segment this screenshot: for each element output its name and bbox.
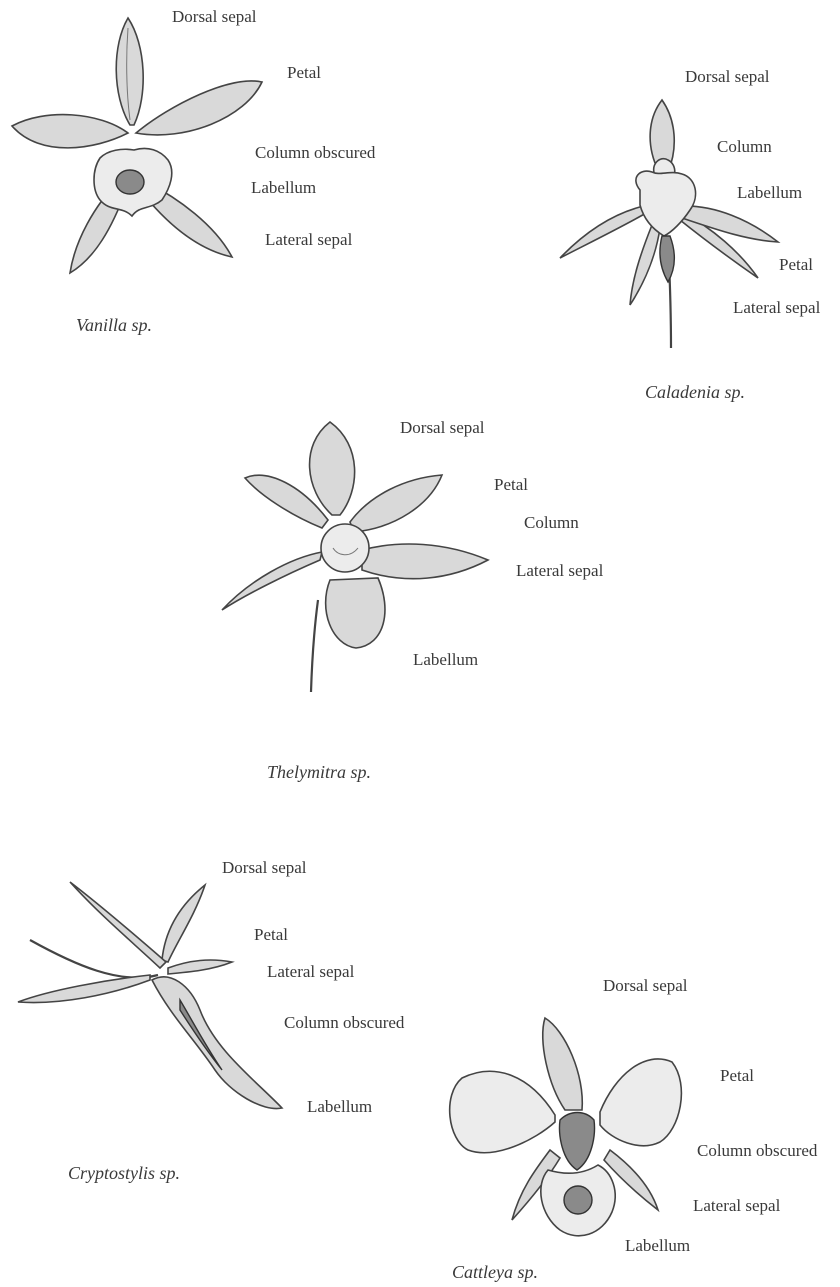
thelymitra-caption: Thelymitra sp. xyxy=(267,762,371,783)
cattleya-labellum-throat xyxy=(564,1186,592,1214)
cattleya-dorsal-sepal xyxy=(543,1018,583,1110)
cattleya-label-lateral-sepal: Lateral sepal xyxy=(693,1196,780,1216)
cryptostylis-caption: Cryptostylis sp. xyxy=(68,1163,180,1184)
thelymitra-dorsal-sepal xyxy=(310,422,355,515)
thelymitra-labellum xyxy=(326,578,385,648)
vanilla-label-labellum: Labellum xyxy=(251,178,316,198)
caladenia-caption: Caladenia sp. xyxy=(645,382,745,403)
cryptostylis-dorsal-sepal xyxy=(162,885,205,962)
caladenia-left-petal xyxy=(560,205,648,258)
cryptostylis-label-dorsal-sepal: Dorsal sepal xyxy=(222,858,307,878)
vanilla-caption: Vanilla sp. xyxy=(76,315,152,336)
cattleya-column xyxy=(560,1113,595,1171)
caladenia-label-petal: Petal xyxy=(779,255,813,275)
vanilla-label-petal: Petal xyxy=(287,63,321,83)
thelymitra-label-petal: Petal xyxy=(494,475,528,495)
thelymitra-right-lateral-sepal xyxy=(362,544,488,579)
vanilla-label-dorsal-sepal: Dorsal sepal xyxy=(172,7,257,27)
thelymitra-label-dorsal-sepal: Dorsal sepal xyxy=(400,418,485,438)
cryptostylis-label-petal: Petal xyxy=(254,925,288,945)
thelymitra-column xyxy=(321,524,369,572)
cryptostylis-lateral-sepal xyxy=(18,975,150,1003)
cattleya-label-labellum: Labellum xyxy=(625,1236,690,1256)
caladenia-label-lateral-sepal: Lateral sepal xyxy=(733,298,820,318)
cattleya-left-petal xyxy=(450,1071,555,1152)
thelymitra-left-lateral-sepal xyxy=(222,552,322,610)
thelymitra-label-lateral-sepal: Lateral sepal xyxy=(516,561,603,581)
thelymitra-stem xyxy=(311,600,318,692)
cryptostylis-label-column-obscured: Column obscured xyxy=(284,1013,404,1033)
cryptostylis-label-lateral-sepal: Lateral sepal xyxy=(267,962,354,982)
caladenia-left-lateral-sepal xyxy=(630,225,660,305)
cattleya-label-column-obscured: Column obscured xyxy=(697,1141,817,1161)
cryptostylis-petal-1 xyxy=(70,882,166,968)
thelymitra-right-petal xyxy=(350,475,442,532)
thelymitra-label-labellum: Labellum xyxy=(413,650,478,670)
cryptostylis-petal-2 xyxy=(168,960,232,974)
cattleya-right-petal xyxy=(600,1059,681,1146)
cattleya-drawing xyxy=(450,1018,682,1236)
vanilla-left-petal xyxy=(12,115,128,148)
caladenia-label-dorsal-sepal: Dorsal sepal xyxy=(685,67,770,87)
vanilla-labellum-throat xyxy=(116,170,144,194)
cryptostylis-labellum xyxy=(152,977,282,1109)
cattleya-label-dorsal-sepal: Dorsal sepal xyxy=(603,976,688,996)
vanilla-label-column-obscured: Column obscured xyxy=(255,143,375,163)
caladenia-label-labellum: Labellum xyxy=(737,183,802,203)
vanilla-dorsal-sepal xyxy=(116,18,143,125)
vanilla-drawing xyxy=(12,18,262,273)
cattleya-label-petal: Petal xyxy=(720,1066,754,1086)
thelymitra-label-column: Column xyxy=(524,513,579,533)
caladenia-labellum-tip xyxy=(660,236,674,282)
caladenia-label-column: Column xyxy=(717,137,772,157)
cryptostylis-drawing xyxy=(18,882,282,1109)
vanilla-label-lateral-sepal: Lateral sepal xyxy=(265,230,352,250)
cattleya-caption: Cattleya sp. xyxy=(452,1262,538,1283)
vanilla-right-petal xyxy=(136,81,262,135)
cryptostylis-label-labellum: Labellum xyxy=(307,1097,372,1117)
